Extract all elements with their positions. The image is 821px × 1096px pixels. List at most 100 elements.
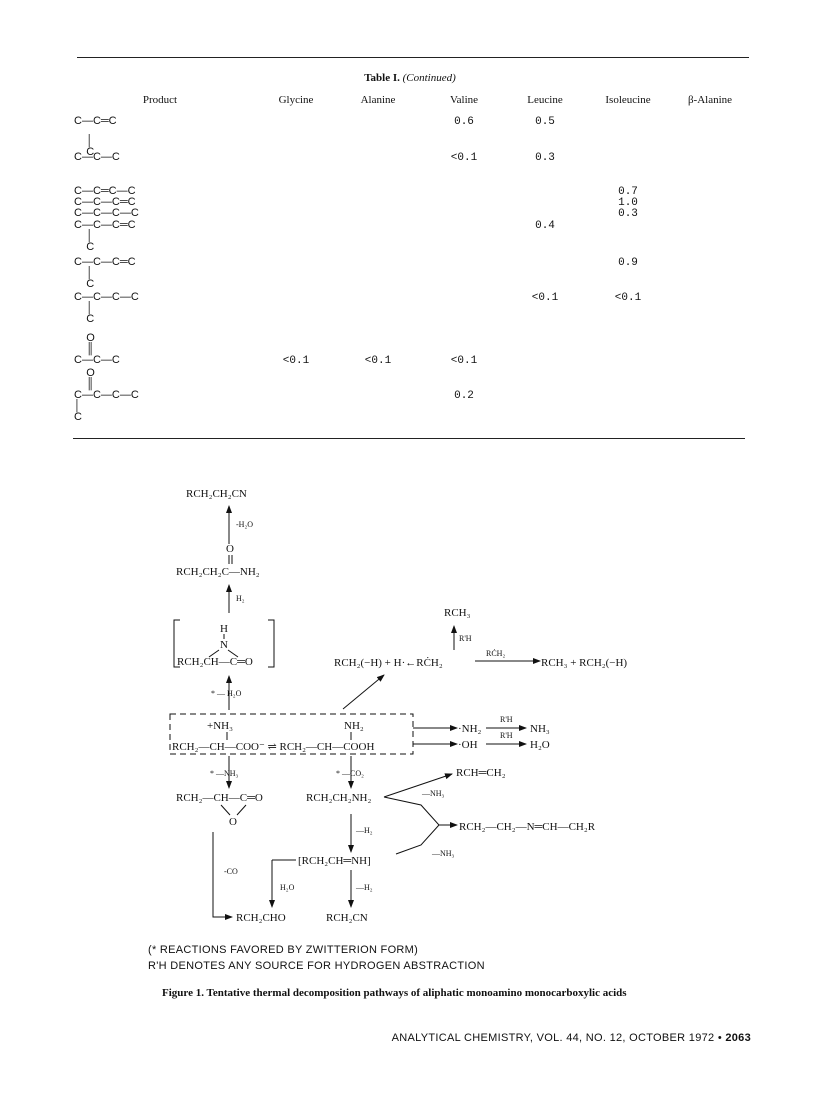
scheme-note-rh: R'H DENOTES ANY SOURCE FOR HYDROGEN ABST… xyxy=(148,960,485,972)
structure-line: C—C—C xyxy=(74,151,120,163)
figure-label: Figure 1. xyxy=(162,987,204,999)
product-ammonia: NH₃ xyxy=(530,723,550,735)
label-star-h2o: * — H₂O xyxy=(211,689,242,698)
structure-line: C—C—C═C xyxy=(74,219,136,231)
product-structure: │ C xyxy=(74,136,94,158)
structure-line: │ xyxy=(74,135,94,147)
product-water: H₂O xyxy=(530,739,550,751)
zwitterion-nh3: +NH₃ xyxy=(207,720,233,732)
structure-line: ║ xyxy=(74,343,95,355)
product-structure: C—C—C═C │ C xyxy=(74,220,136,253)
structure-line: C—C—C═C xyxy=(74,196,136,208)
amide-oxygen: O xyxy=(226,543,234,555)
label-h2o: H₂O xyxy=(280,883,295,892)
structure-line: C xyxy=(74,241,95,253)
bracket-left xyxy=(173,619,180,668)
table-cell: 0.2 xyxy=(454,390,474,402)
table-cell: 0.3 xyxy=(618,208,638,220)
table-cell: <0.1 xyxy=(450,355,478,367)
reaction-scheme: RCH₂CH₂CN -H₂O O RCH₂CH₂C—NH₂ H₂ H N RCH… xyxy=(169,488,627,924)
structure-line: C OO xyxy=(86,367,95,379)
condensation-path xyxy=(383,796,440,855)
product-structure: O ║C—C—C xyxy=(74,333,120,366)
product-alkene: RCH═CH₂ xyxy=(456,767,506,779)
radical-products: RCH₃ + RCH₂(−H) xyxy=(541,657,627,669)
structure-line: │ xyxy=(74,302,94,314)
product-propionitrile: RCH₂CH₂CN xyxy=(186,488,247,500)
structure-line: C—C—C═C xyxy=(74,256,136,268)
table-cell: 0.9 xyxy=(618,257,638,269)
product-rch3: RCH₃ xyxy=(444,607,471,619)
product-aldehyde: RCH₂CHO xyxy=(236,912,286,924)
table-cell: 0.5 xyxy=(535,116,555,128)
column-header-alanine: Alanine xyxy=(360,94,396,106)
product-nitrile: RCH₂CN xyxy=(326,912,368,924)
table-title-label: Table I. xyxy=(364,72,400,84)
structure-line: C—C—C xyxy=(74,354,120,366)
label-rh: R'H xyxy=(500,731,513,740)
structure-line: C xyxy=(74,146,95,158)
label-rh: R'H xyxy=(500,715,513,724)
product-structure: C—C—C xyxy=(74,152,120,163)
table-cell: <0.1 xyxy=(531,292,559,304)
product-structure: C—C═C xyxy=(74,116,117,127)
structure-line: C xyxy=(74,313,95,325)
label-minus-h2: —H₂ xyxy=(355,826,373,835)
table-cell: <0.1 xyxy=(614,292,642,304)
product-structure: C—C—C—C │ C xyxy=(74,292,139,325)
table-cell: 1.0 xyxy=(618,197,638,209)
product-structure: C—C—C—C xyxy=(74,208,139,219)
product-structure: C—C—C═C xyxy=(74,197,136,208)
intermediate-lactone: RCH₂—CH—C═O xyxy=(176,792,263,804)
table-cell: 0.7 xyxy=(618,186,638,198)
label-minus-h2o: -H₂O xyxy=(236,520,253,529)
zwitterion-box xyxy=(169,713,414,755)
label-rh: R'H xyxy=(459,634,472,643)
structure-line: │ xyxy=(74,400,81,412)
table-cell: 0.6 xyxy=(454,116,474,128)
column-header-glycine: Glycine xyxy=(278,94,314,106)
page-number: 2063 xyxy=(725,1032,751,1044)
lactone-oxygen: O xyxy=(229,816,237,828)
product-structure: C—C—C═C │ C xyxy=(74,257,136,290)
structure-line: C—C═C—C xyxy=(74,185,136,197)
bracket-right xyxy=(268,619,275,668)
label-star-nh3: * —NH₃ xyxy=(210,769,239,778)
column-header-product: Product xyxy=(142,94,178,106)
structure-line: C—C—C—C xyxy=(74,207,139,219)
label-star-co2: * —CO₂ xyxy=(336,769,364,778)
ring-bond xyxy=(227,649,239,658)
label-minus-co: -CO xyxy=(224,867,238,876)
structure-line: ║ xyxy=(74,378,95,390)
arrow-to-alkene xyxy=(383,773,453,798)
label-h2: H₂ xyxy=(236,594,245,603)
figure-caption-text: Tentative thermal decomposition pathways… xyxy=(206,987,627,999)
scheme-note-zwitterion: (* REACTIONS FAVORED BY ZWITTERION FORM) xyxy=(148,944,419,956)
structure-line: O xyxy=(74,332,95,344)
table-cell: 0.3 xyxy=(535,152,555,164)
label-minus-h2: —H₂ xyxy=(355,883,373,892)
structure-line: C—C—C—C xyxy=(74,389,139,401)
table-cell: <0.1 xyxy=(450,152,478,164)
label-minus-nh3: —NH₃ xyxy=(421,789,445,798)
table-top-rule xyxy=(77,57,749,58)
structure-line: C—C═C xyxy=(74,115,117,127)
aziridinone-n: N xyxy=(220,639,228,651)
decarbonylation-path xyxy=(212,832,233,920)
label-minus-nh3: —NH₃ xyxy=(431,849,455,858)
product-secondary-imine: RCH₂—CH₂—N═CH—CH₂R xyxy=(459,821,596,833)
intermediate-amide: RCH₂CH₂C—NH₂ xyxy=(176,566,260,578)
structure-line: C—C—C—C xyxy=(74,291,139,303)
product-structure: C OO ║C—C—C—C│C xyxy=(74,368,139,423)
ring-bond xyxy=(236,804,247,816)
structure-line: C xyxy=(74,411,82,423)
journal-citation: ANALYTICAL CHEMISTRY, VOL. 44, NO. 12, O… xyxy=(391,1032,715,1044)
table-cell: 0.4 xyxy=(535,220,555,232)
radical-nh2: ·NH₂ xyxy=(458,723,482,735)
structure-line: C xyxy=(74,278,95,290)
table-bottom-rule xyxy=(73,438,745,439)
ring-bond xyxy=(220,804,231,816)
amino-acid-equilibrium: RCH₂—CH—COO⁻ ⇌ RCH₂—CH—COOH xyxy=(172,741,374,753)
arrow-to-radical xyxy=(342,674,385,710)
table-title: Table I. (Continued) xyxy=(300,72,520,84)
